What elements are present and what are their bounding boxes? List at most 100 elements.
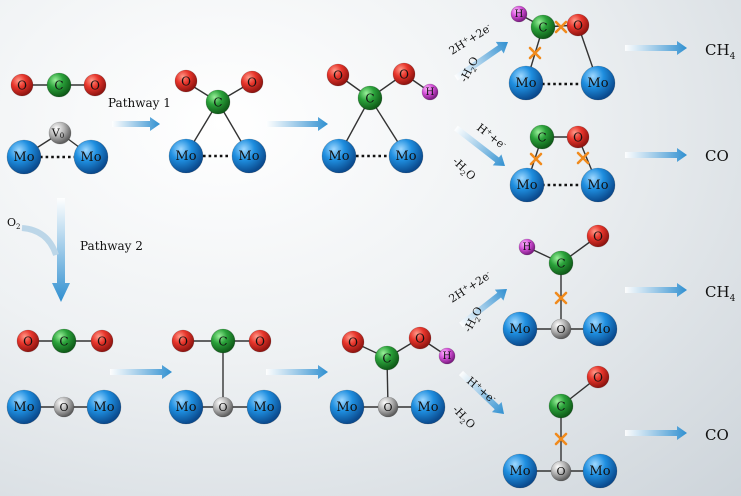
- oxygen-atom: O: [248, 329, 272, 353]
- reaction-condition-upper: H++e-: [464, 374, 499, 406]
- lattice-oxygen-atom: O: [212, 396, 234, 418]
- reaction-condition-lower: -H2O: [450, 403, 478, 431]
- lattice-oxygen-atom: O: [550, 460, 572, 482]
- branch-arrow: [454, 41, 509, 81]
- molybdenum-atom: Mo: [231, 138, 267, 174]
- hydrogen-atom-label: H: [515, 9, 524, 20]
- molybdenum-atom: Mo: [580, 167, 616, 203]
- oxygen-atom: O: [586, 224, 610, 248]
- oxygen-atom-label: O: [247, 76, 257, 90]
- molybdenum-atom: Mo: [502, 311, 538, 347]
- reaction-arrow: [625, 148, 687, 162]
- oxygen-atom: O: [171, 329, 195, 353]
- oxygen-atom: O: [174, 69, 198, 93]
- text-layer: Pathway 12H++2e--H2OH++e--H2OCH4COO2Path…: [7, 21, 736, 444]
- molybdenum-atom-label: Mo: [175, 149, 196, 164]
- product-co: CO: [705, 147, 729, 165]
- reaction-condition-upper: 2H++2e-: [447, 268, 495, 305]
- molybdenum-atom: Mo: [168, 138, 204, 174]
- carbon-atom-label: C: [213, 96, 222, 110]
- branch-arrow: [459, 289, 507, 328]
- reaction-condition-lower: -H2O: [449, 155, 479, 184]
- molybdenum-atom: Mo: [246, 389, 282, 425]
- carbon-atom-label: C: [54, 79, 63, 93]
- carbon-atom-label: C: [538, 21, 547, 35]
- carbon-atom-label: C: [537, 131, 546, 145]
- carbon-atom: C: [205, 89, 231, 115]
- hydrogen-atom-label: H: [443, 351, 452, 362]
- reaction-condition-upper: 2H++2e-: [447, 21, 495, 58]
- bond-break-mark: [528, 46, 542, 60]
- product-co: CO: [705, 426, 729, 444]
- reaction-arrow: [266, 365, 328, 379]
- oxygen-atom-label: O: [333, 69, 343, 83]
- oxygen-atom: O: [10, 73, 34, 97]
- molybdenum-atom: Mo: [582, 311, 618, 347]
- carbon-atom: C: [46, 72, 72, 98]
- carbon-atom: C: [529, 124, 555, 150]
- molybdenum-atom: Mo: [168, 389, 204, 425]
- oxygen-atom: O: [326, 63, 350, 87]
- molybdenum-atom: Mo: [329, 389, 365, 425]
- molybdenum-atom-label: Mo: [515, 76, 536, 91]
- branch-arrow: [458, 370, 504, 414]
- oxygen-atom: O: [90, 329, 114, 353]
- carbon-atom-label: C: [556, 400, 565, 414]
- product-ch4: CH4: [705, 41, 736, 62]
- o2-inlet-arrow: [21, 225, 59, 257]
- molybdenum-atom: Mo: [321, 138, 357, 174]
- lattice-oxygen-atom-label: O: [556, 465, 565, 478]
- reaction-arrow: [625, 426, 687, 440]
- molybdenum-atom: Mo: [86, 389, 122, 425]
- oxygen-atom: O: [240, 70, 264, 94]
- oxygen-atom-label: O: [17, 79, 27, 93]
- lattice-oxygen-atom-label: O: [383, 401, 392, 414]
- svg-text:H++e-: H++e-: [464, 374, 499, 406]
- hydrogen-atom: H: [421, 83, 439, 101]
- svg-text:2H++2e-: 2H++2e-: [447, 21, 495, 58]
- molybdenum-atom: Mo: [509, 167, 545, 203]
- oxygen-atom-label: O: [593, 230, 603, 244]
- molybdenum-atom: Mo: [6, 389, 42, 425]
- carbon-atom: C: [357, 85, 383, 111]
- lattice-oxygen-atom-label: O: [556, 323, 565, 336]
- reaction-arrow: [110, 365, 172, 379]
- molybdenum-atom: Mo: [6, 139, 42, 175]
- carbon-atom-label: C: [382, 352, 391, 366]
- lattice-oxygen-atom-label: O: [59, 401, 68, 414]
- reaction-arrow: [266, 117, 328, 131]
- molybdenum-atom: Mo: [508, 65, 544, 101]
- bond-break-mark: [554, 291, 568, 305]
- molybdenum-atom: Mo: [502, 453, 538, 489]
- lattice-oxygen-atom: O: [53, 396, 75, 418]
- oxygen-atom-label: O: [415, 332, 425, 346]
- o2-label: O2: [7, 216, 21, 231]
- lattice-oxygen-atom: O: [550, 318, 572, 340]
- molybdenum-atom-label: Mo: [587, 76, 608, 91]
- oxygen-atom-label: O: [178, 335, 188, 349]
- pathway-1-label: Pathway 1: [108, 96, 171, 110]
- molybdenum-atom-label: Mo: [417, 400, 438, 415]
- molybdenum-atom-label: Mo: [238, 149, 259, 164]
- oxygen-atom-label: O: [97, 335, 107, 349]
- oxygen-atom-label: O: [573, 131, 583, 145]
- svg-text:-H2O: -H2O: [449, 155, 479, 184]
- oxygen-atom-label: O: [90, 79, 100, 93]
- oxygen-atom-label: O: [573, 19, 583, 33]
- carbon-atom: C: [548, 250, 574, 276]
- reaction-arrow: [112, 117, 160, 131]
- molybdenum-atom: Mo: [580, 65, 616, 101]
- hydrogen-atom: H: [510, 5, 528, 23]
- svg-text:2H++2e-: 2H++2e-: [447, 268, 495, 305]
- product-ch4: CH4: [705, 283, 736, 304]
- molybdenum-atom: Mo: [410, 389, 446, 425]
- molybdenum-atom-label: Mo: [589, 322, 610, 337]
- oxygen-atom-label: O: [181, 75, 191, 89]
- molybdenum-atom-label: Mo: [589, 464, 610, 479]
- oxygen-vacancy: V0: [48, 121, 72, 145]
- molybdenum-atom-label: Mo: [336, 400, 357, 415]
- carbon-atom: C: [530, 14, 556, 40]
- carbon-atom-label: C: [556, 257, 565, 271]
